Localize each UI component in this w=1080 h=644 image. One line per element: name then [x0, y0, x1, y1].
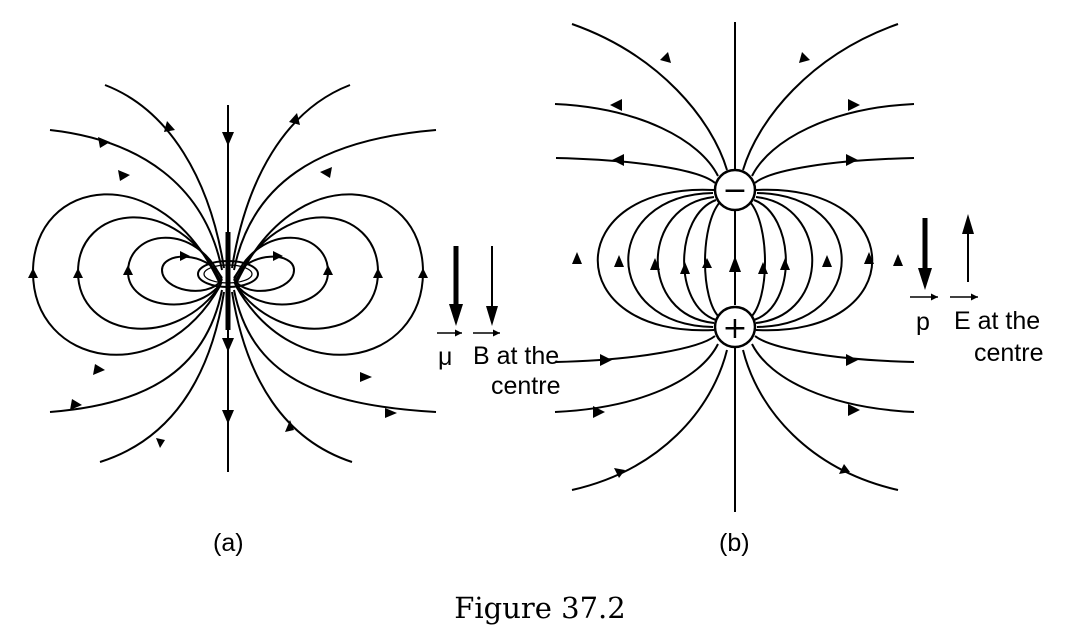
- field-line: [656, 196, 715, 324]
- arrow-head: [449, 304, 463, 326]
- panel-b-electric-dipole: − + p E at the centre (b): [554, 22, 1043, 557]
- field-line: [755, 188, 874, 332]
- field-line: [554, 103, 719, 177]
- field-line: [99, 291, 225, 463]
- field-line: [751, 103, 915, 177]
- field-direction-arrows: [572, 52, 903, 478]
- arrow-head: [962, 214, 974, 234]
- field-line: [233, 129, 437, 271]
- field-line: [756, 192, 843, 328]
- field-line: [571, 23, 728, 171]
- field-line: [754, 335, 915, 363]
- e-field-label-line1: E at the: [954, 307, 1040, 335]
- panel-b-label: (b): [719, 529, 750, 557]
- p-symbol: p: [916, 308, 930, 336]
- field-line: [751, 343, 915, 413]
- field-line: [160, 255, 223, 292]
- field-line: [596, 188, 715, 332]
- field-line: [231, 291, 353, 463]
- field-line: [49, 289, 223, 413]
- field-line: [104, 84, 225, 269]
- field-line: [49, 129, 223, 271]
- negative-charge: [713, 168, 757, 212]
- field-line: [555, 157, 716, 184]
- arrow-head: [486, 306, 498, 326]
- panel-a-label: (a): [213, 529, 244, 557]
- field-line: [233, 255, 296, 292]
- field-line: [755, 196, 814, 324]
- arrow-head: [918, 268, 932, 290]
- field-line: [749, 201, 766, 319]
- positive-charge: [713, 305, 757, 349]
- field-line: [76, 216, 222, 330]
- arrow-head: [222, 410, 234, 424]
- field-line: [754, 157, 915, 184]
- field-line: [554, 343, 719, 413]
- field-line: [704, 201, 721, 319]
- field-line: [571, 349, 728, 491]
- field-line: [742, 349, 899, 491]
- field-line: [234, 216, 380, 330]
- field-line: [683, 199, 717, 321]
- field-direction-arrows: [28, 113, 428, 448]
- field-line: [126, 236, 223, 306]
- positive-charge-sign: +: [722, 311, 747, 346]
- arrow-head: [729, 256, 741, 272]
- b-field-label-line2: centre: [491, 372, 560, 400]
- field-line: [555, 335, 716, 363]
- field-line: [231, 84, 351, 269]
- b-field-label-line1: B at the: [473, 342, 559, 370]
- figure-caption: Figure 37.2: [454, 591, 625, 625]
- field-line: [753, 199, 787, 321]
- field-line: [233, 236, 330, 306]
- arrow-head: [222, 132, 234, 146]
- panel-a-magnetic-dipole: μ B at the centre (a): [28, 84, 560, 557]
- negative-charge-sign: −: [722, 173, 747, 208]
- e-field-label-line2: centre: [974, 339, 1043, 367]
- arrow-head: [222, 338, 234, 352]
- field-line: [233, 289, 437, 413]
- mu-symbol: μ: [438, 343, 452, 371]
- field-line: [627, 192, 714, 328]
- field-line: [742, 23, 899, 171]
